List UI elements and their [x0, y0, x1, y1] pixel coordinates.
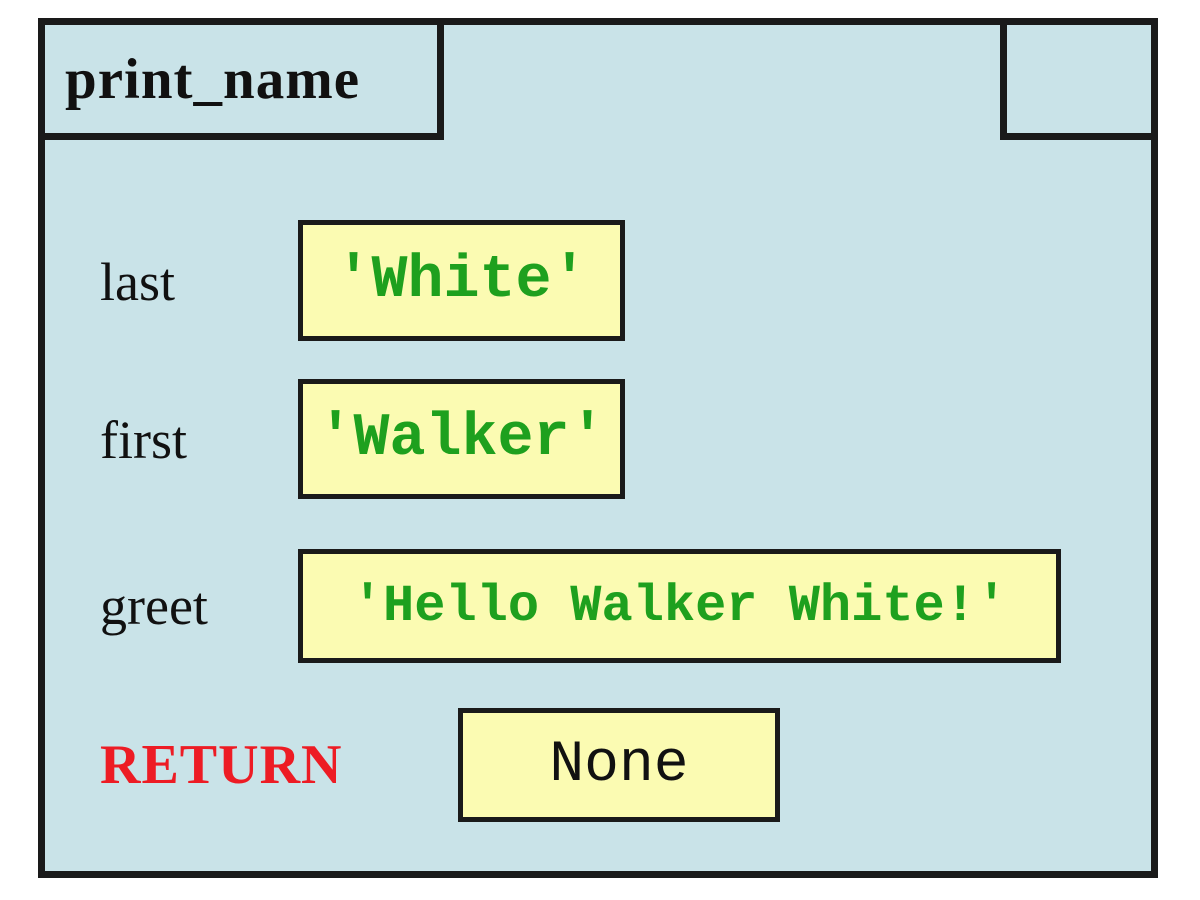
- variable-value-first: 'Walker': [317, 405, 606, 473]
- function-name: print_name: [65, 47, 360, 111]
- return-label: RETURN: [100, 734, 343, 796]
- variable-name-greet: greet: [100, 576, 208, 636]
- return-value: None: [549, 732, 689, 798]
- variable-value-box-first: 'Walker': [298, 379, 625, 499]
- program-counter-box: [1000, 18, 1158, 140]
- variable-value-box-greet: 'Hello Walker White!': [298, 549, 1061, 663]
- return-value-box: None: [458, 708, 780, 822]
- variable-value-box-last: 'White': [298, 220, 625, 341]
- variable-value-greet: 'Hello Walker White!': [351, 576, 1008, 636]
- variable-value-last: 'White': [335, 246, 588, 315]
- function-name-tab: print_name: [38, 18, 444, 140]
- variable-name-first: first: [100, 409, 187, 470]
- variable-name-last: last: [100, 252, 175, 312]
